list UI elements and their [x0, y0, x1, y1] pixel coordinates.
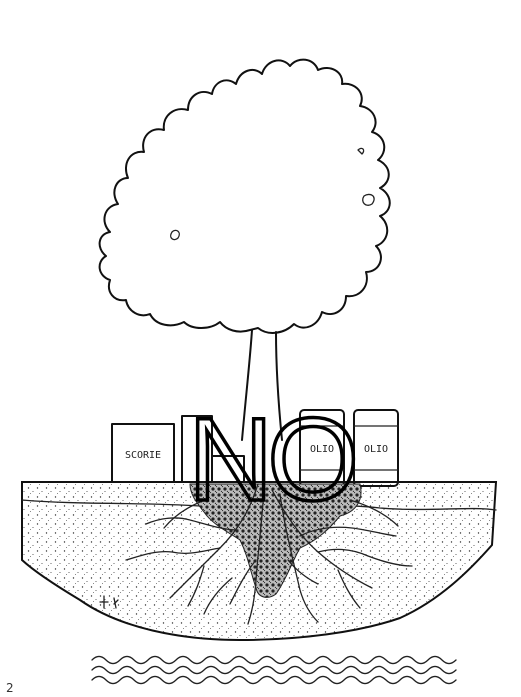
canopy-detail [171, 230, 180, 239]
prohibition-text: NO [188, 394, 354, 526]
tree-icon [100, 60, 390, 440]
tree-canopy [100, 60, 390, 333]
canopy-detail [363, 194, 374, 205]
corner-mark: 2 [6, 681, 14, 695]
wave-line [92, 667, 456, 674]
slag-sign-label: SCORIE [125, 450, 161, 461]
oil-drum-label: OLIO [364, 444, 388, 455]
groundwater-waves-icon [92, 657, 456, 684]
wave-line [92, 657, 456, 664]
canopy-detail [358, 148, 364, 154]
wave-line [92, 677, 456, 684]
